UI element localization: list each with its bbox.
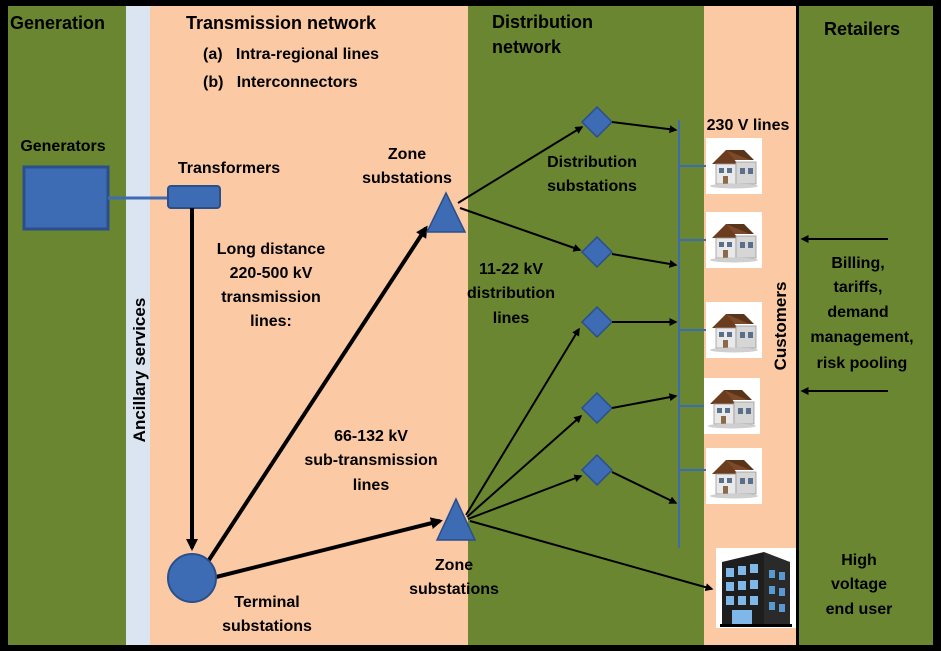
distribution-title-line2: network [492, 37, 562, 57]
distribution-substation-1 [580, 105, 614, 139]
distribution-substation-5 [580, 453, 614, 487]
transmission-subtitle-a: (a) Intra-regional lines [203, 46, 379, 63]
zone-bottom-to-dist5-arrow [467, 474, 583, 520]
ancillary-band [126, 6, 150, 645]
distribution-lines-label-3: lines [493, 310, 530, 327]
ancillary-services-label: Ancillary services [130, 298, 149, 443]
terminal-label-line2: substations [222, 618, 312, 635]
terminal-label-line1: Terminal [234, 594, 300, 611]
sub-transmission-label-3: lines [353, 477, 390, 494]
distribution-lines-label-2: distribution [467, 285, 555, 302]
zone-top-to-dist2-arrow [459, 207, 582, 252]
retailer-service-4: management, [810, 329, 913, 346]
generator-box [22, 165, 110, 231]
zone-top-label-line2: substations [362, 170, 452, 187]
retailer-service-5: risk pooling [817, 355, 908, 372]
transformers-label: Transformers [178, 160, 280, 177]
transmission-subtitle-b: (b) Interconnectors [203, 74, 358, 91]
retailers-title: Retailers [824, 19, 900, 39]
house-icon [703, 377, 761, 435]
retailers-band [799, 6, 933, 645]
zone-bottom-to-building-arrow [469, 520, 714, 592]
high-voltage-user-3: end user [826, 601, 893, 618]
generation-title: Generation [10, 13, 105, 33]
distribution-lines-label-1: 11-22 kV [479, 261, 543, 278]
long-distance-label-1: Long distance [217, 241, 326, 258]
distribution-title-line1: Distribution [492, 12, 593, 32]
office-building-icon [716, 548, 796, 628]
customers-label: Customers [771, 282, 790, 371]
distribution-substation-2 [580, 235, 614, 269]
generation-band [8, 6, 126, 645]
high-voltage-user-2: voltage [831, 576, 887, 593]
zone-bottom-to-dist4-arrow [466, 415, 583, 518]
retailer-service-2: tariffs, [834, 279, 883, 296]
long-distance-label-2: 220-500 kV [230, 265, 313, 282]
zone-top-to-dist1-arrow [457, 126, 584, 204]
distribution-substation-4 [580, 391, 614, 425]
house-icon [705, 211, 763, 269]
long-distance-label-3: transmission [221, 289, 321, 306]
zone-substation-bottom-triangle [435, 497, 477, 541]
house-icon [705, 447, 763, 505]
distribution-substation-3 [580, 305, 614, 339]
distribution-subs-label-line1: Distribution [547, 154, 637, 171]
retailer-service-3: demand [827, 304, 888, 321]
house-icon [705, 137, 763, 195]
generators-label: Generators [20, 138, 105, 155]
zone-top-label-line1: Zone [388, 146, 426, 163]
retailer-service-1: Billing, [831, 255, 884, 272]
v230-lines-label: 230 V lines [707, 117, 790, 134]
dist2-to-bus-arrow [611, 253, 678, 268]
zone-bottom-to-dist3-arrow [465, 327, 580, 516]
zone-substation-top-triangle [425, 191, 467, 233]
terminal-to-zone-top-line [205, 225, 428, 565]
terminal-substation-circle [167, 553, 217, 603]
terminal-to-zone-bottom-line [215, 517, 443, 579]
dist1-to-bus-arrow [611, 121, 678, 134]
dist4-to-bus-arrow [611, 393, 678, 409]
sub-transmission-label-1: 66-132 kV [334, 428, 408, 445]
transmission-title: Transmission network [186, 13, 377, 33]
distribution-subs-label-line2: substations [547, 178, 637, 195]
dist5-to-bus-arrow [611, 471, 678, 504]
house-icon [705, 301, 763, 359]
sub-transmission-label-2: sub-transmission [304, 452, 437, 469]
transformer-box [167, 185, 221, 209]
zone-bottom-label-line1: Zone [435, 557, 473, 574]
high-voltage-user-1: High [841, 552, 877, 569]
long-distance-label-4: lines: [250, 313, 292, 330]
transmission-band [150, 6, 468, 645]
zone-bottom-label-line2: substations [409, 581, 499, 598]
